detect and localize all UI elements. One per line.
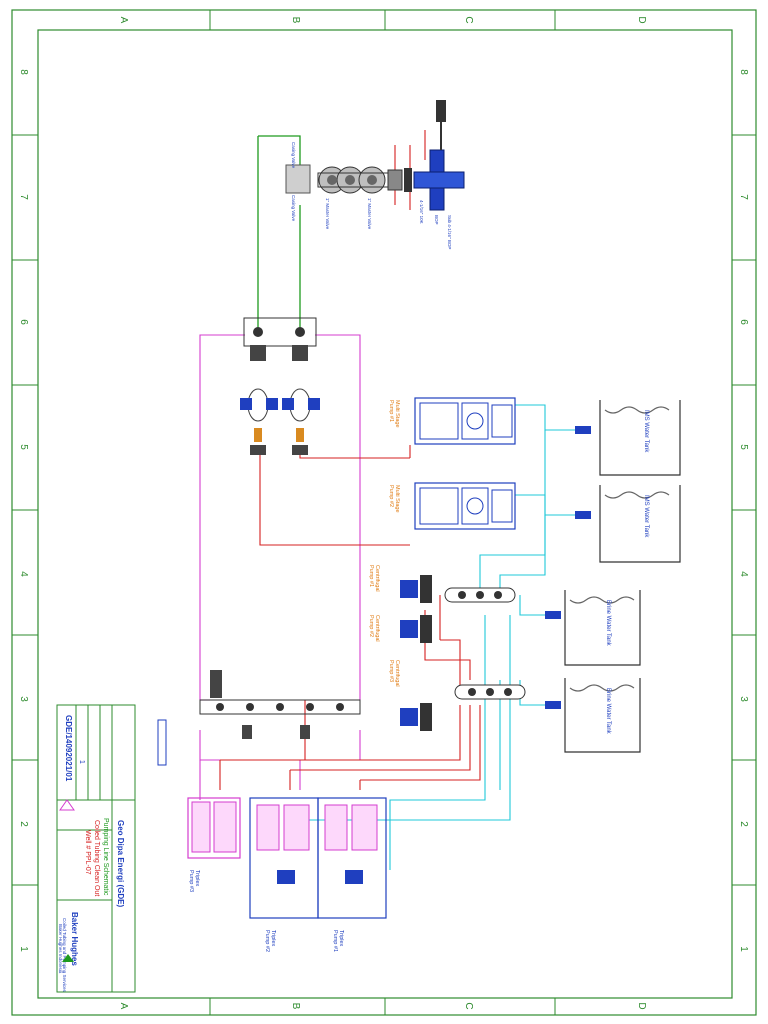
zone-number-left-3: 3 — [18, 696, 29, 702]
zone-letter-bottom-c: C — [463, 1002, 474, 1009]
triplex-pump-3-label: TriplexPump #3 — [188, 870, 200, 892]
wellhead-stack — [285, 100, 465, 211]
centrifugal-pump-2-label: CentrifugalPump #2 — [368, 615, 380, 642]
zone-letter-top-b: B — [290, 17, 301, 24]
master-valve-label-2: 1" Master Valve — [367, 198, 372, 230]
brand-logo-icon — [62, 954, 74, 962]
zone-number-left-1: 1 — [18, 946, 29, 952]
triplex-pump-1-label: TriplexPump #1 — [332, 930, 344, 952]
zone-number-left-6: 6 — [18, 319, 29, 325]
revision-number: 1 — [78, 760, 85, 764]
zone-number-right-1: 1 — [738, 946, 749, 952]
upper-manifold — [240, 317, 320, 455]
drawing-border — [11, 9, 757, 1016]
warning-triangle-icon — [59, 799, 75, 811]
centrifugal-header-upper — [444, 587, 516, 603]
zone-number-right-6: 6 — [738, 319, 749, 325]
drawing-title-line-1: Pumping Line Schematic — [102, 818, 109, 896]
magenta-flow-lines — [199, 334, 361, 800]
zone-number-right-4: 4 — [738, 571, 749, 577]
ims-water-tank-2-label: IMS Water Tank — [643, 495, 649, 538]
casing-valve-label-1: Casing Valve — [291, 142, 296, 169]
centrifugal-pump-1 — [400, 575, 432, 603]
zone-number-left-8: 8 — [18, 69, 29, 75]
bop-label-2: BOP — [434, 215, 439, 225]
centrifugal-pump-2 — [400, 615, 432, 643]
brand-name: Baker Hughes — [70, 912, 79, 966]
ims-water-tank-1 — [599, 400, 681, 476]
zone-letter-bottom-d: D — [636, 1002, 647, 1009]
brine-water-tank-2-label: Brine Water Tank — [605, 688, 611, 735]
title-block — [56, 704, 136, 993]
multistage-pump-1-label: Multi StagePump #1 — [388, 400, 400, 428]
zone-number-left-2: 2 — [18, 821, 29, 827]
zone-letter-bottom-b: B — [290, 1003, 301, 1010]
tank-suction-valves — [545, 426, 591, 709]
zone-letter-top-a: A — [118, 17, 129, 24]
zone-number-right-3: 3 — [738, 696, 749, 702]
brand-subtitle-1: Coiled Tubing and Pumping Services — [62, 918, 67, 993]
zone-number-right-5: 5 — [738, 444, 749, 450]
bop-label-3: Sub 4-1/16" BOP — [447, 215, 452, 249]
ims-water-tank-1-label: IMS Water Tank — [643, 410, 649, 453]
master-valve-label-1: 1" Master Valve — [325, 198, 330, 230]
centrifugal-pump-3-label: CentrifugalPump #3 — [388, 660, 400, 687]
zone-letter-top-d: D — [636, 16, 647, 23]
brand-subtitle-2: Baker Hughes Indonesia — [58, 924, 63, 974]
triplex-pump-2 — [249, 797, 319, 919]
drawing-number: GDE/14092021/01 — [64, 715, 73, 782]
zone-letter-bottom-a: A — [118, 1003, 129, 1010]
multistage-pump-2-label: Multi StagePump #2 — [388, 485, 400, 513]
zone-number-right-2: 2 — [738, 821, 749, 827]
triplex-pump-3 — [187, 797, 241, 859]
bop-label-1: 4-1/16" 10K — [419, 200, 424, 224]
centrifugal-pump-1-label: CentrifugalPump #1 — [368, 565, 380, 592]
multistage-pump-1 — [414, 397, 516, 445]
centrifugal-header-lower — [454, 684, 526, 700]
green-flow-lines — [257, 135, 301, 330]
company-name: Geo Dipa Energi (GDE) — [116, 820, 125, 907]
red-flow-lines — [219, 130, 481, 790]
centrifugal-pump-3 — [400, 703, 432, 731]
brine-water-tank-2 — [564, 678, 641, 753]
zone-number-right-7: 7 — [738, 194, 749, 200]
lower-manifold — [157, 670, 361, 766]
multistage-pump-2 — [414, 482, 516, 530]
zone-number-left-4: 4 — [18, 571, 29, 577]
ims-water-tank-2 — [599, 485, 681, 563]
zone-number-left-7: 7 — [18, 194, 29, 200]
triplex-pump-1 — [317, 797, 387, 919]
drawing-title-line-3: Well # PPL-07 — [84, 830, 91, 875]
zone-number-right-8: 8 — [738, 69, 749, 75]
casing-valve-label-2: Casing Valve — [291, 195, 296, 222]
brine-water-tank-1 — [564, 590, 641, 666]
triplex-pump-2-label: TriplexPump #2 — [264, 930, 276, 952]
zone-letter-top-c: C — [463, 16, 474, 23]
brine-water-tank-1-label: Brine Water Tank — [605, 600, 611, 647]
zone-number-left-5: 5 — [18, 444, 29, 450]
drawing-title-line-2: Coiled Tubing Clean Out — [93, 820, 100, 896]
